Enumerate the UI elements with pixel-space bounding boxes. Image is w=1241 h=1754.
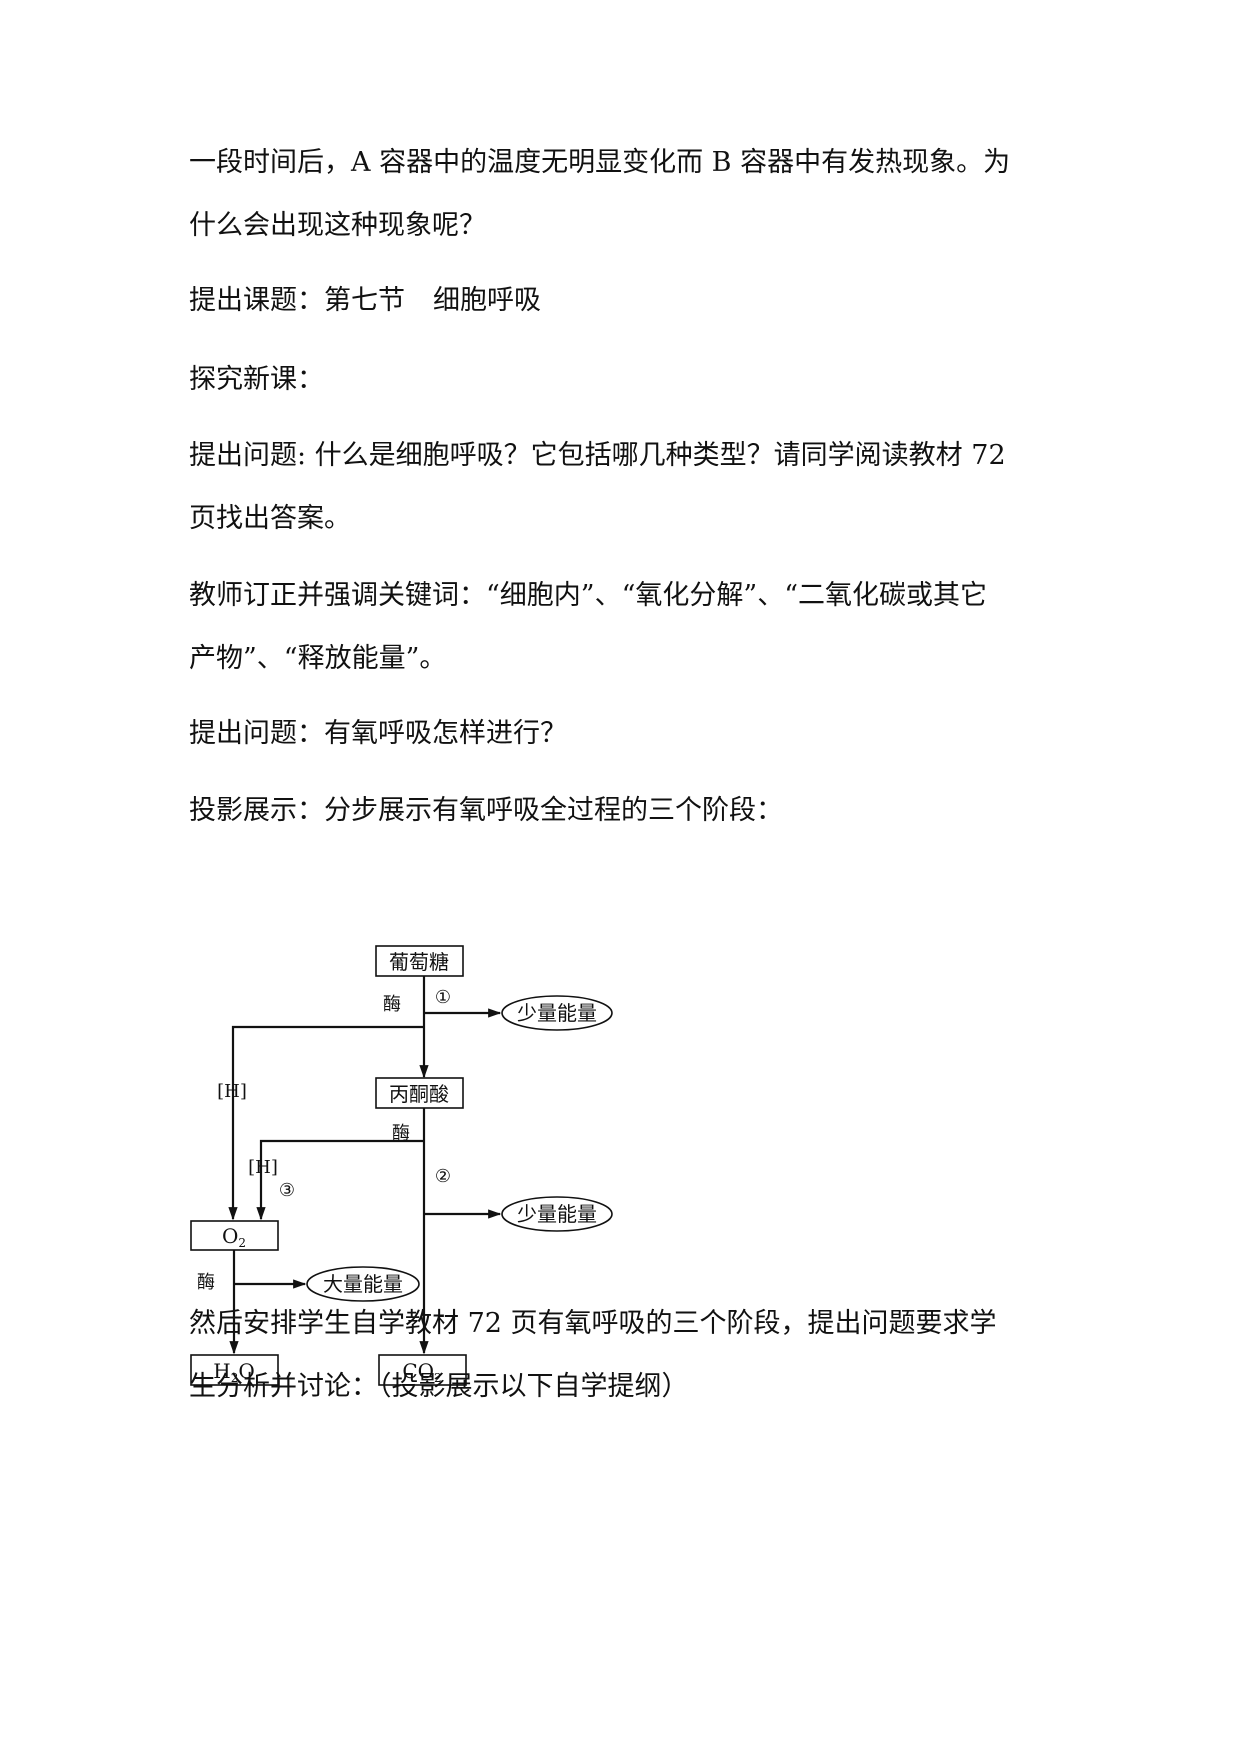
pyruvate-label: 丙酮酸 [389,1082,449,1106]
topic-heading: 提出课题：第七节细胞呼吸 [189,284,541,318]
paragraph-line: 提出问题：有氧呼吸怎样进行？ [189,718,567,749]
paragraph-line: 提出问题: 什么是细胞呼吸？它包括哪几种类型？请同学阅读教材 72 [189,440,1006,471]
small-energy-label-2: 少量能量 [517,1202,597,1226]
paragraph-line: 什么会出现这种现象呢？ [189,210,486,241]
small-energy-oval-1 [501,995,613,1031]
step-1-marker: ① [435,987,451,1008]
paragraph-line: 页找出答案。 [189,503,351,534]
h-label-1: [H] [217,1081,247,1102]
enzyme-label-2: 酶 [392,1123,410,1144]
h-path-2 [256,1139,424,1221]
glucose-box [375,945,464,977]
paragraph-line: 投影展示：分步展示有氧呼吸全过程的三个阶段： [189,795,783,826]
paragraph-line: 然后安排学生自学教材 72 页有氧呼吸的三个阶段，提出问题要求学 [189,1308,997,1339]
topic-title: 细胞呼吸 [433,285,541,316]
co2-box [378,1354,467,1386]
section-heading: 探究新课： [189,364,324,395]
large-energy-oval [306,1266,420,1302]
paragraph-line: 产物”、“释放能量”。 [189,643,447,674]
small-energy-oval-2 [501,1196,613,1232]
co2-label: CO2 [402,1359,441,1385]
paragraph-line: 生分析并讨论：（投影展示以下自学提纲） [189,1371,689,1402]
h2o-box [190,1354,279,1386]
glucose-label: 葡萄糖 [389,950,449,974]
h-path-1 [228,1025,424,1221]
small-energy-label-1: 少量能量 [517,1001,597,1025]
h2o-label: H2O [213,1359,255,1385]
paragraph-line: 一段时间后，A 容器中的温度无明显变化而 B 容器中有发热现象。为 [189,147,1011,178]
topic-prefix: 提出课题：第七节 [189,285,405,316]
o2-label: O2 [222,1224,246,1250]
h-label-2: [H] [248,1157,278,1178]
step-3-marker: ③ [279,1180,295,1201]
enzyme-label-3: 酶 [197,1272,215,1293]
paragraph-line: 教师订正并强调关键词：“细胞内”、“氧化分解”、“二氧化碳或其它 [189,580,988,611]
step-2-marker: ② [435,1166,451,1187]
large-energy-label: 大量能量 [323,1272,403,1296]
enzyme-label-1: 酶 [383,994,401,1015]
